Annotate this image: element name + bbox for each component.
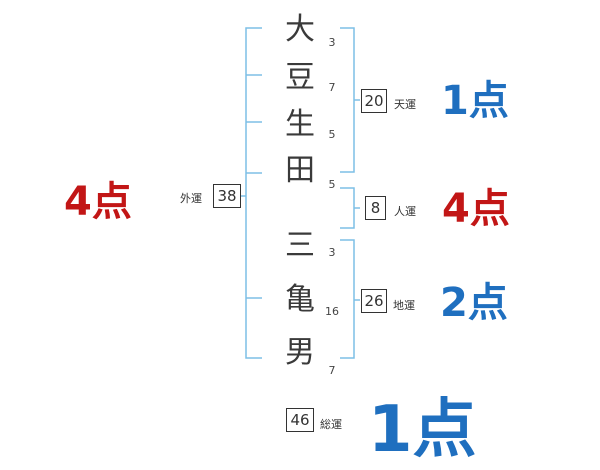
tenun-value-box: 20 xyxy=(361,89,387,113)
gaiun-value-box: 38 xyxy=(213,184,241,208)
stroke-count-1: 3 xyxy=(328,36,336,49)
chiun-score: 2点 xyxy=(440,280,508,326)
jinun-score: 4点 xyxy=(442,186,510,232)
stroke-count-4: 5 xyxy=(328,178,336,191)
tenun-bracket xyxy=(340,27,355,173)
chiun-value-box: 26 xyxy=(361,289,387,313)
stroke-count-3: 5 xyxy=(328,128,336,141)
jinun-value-box: 8 xyxy=(365,196,386,220)
stroke-count-5: 3 xyxy=(328,246,336,259)
stroke-count-2: 7 xyxy=(328,81,336,94)
name-char-6: 亀 xyxy=(285,282,315,317)
jinun-label: 人運 xyxy=(394,205,416,218)
stroke-count-7: 7 xyxy=(328,364,336,377)
souun-score: 1点 xyxy=(368,393,477,467)
tenun-label: 天運 xyxy=(394,98,416,111)
stroke-count-6: 16 xyxy=(325,305,339,318)
outer-bracket xyxy=(245,27,262,359)
name-char-1: 大 xyxy=(285,12,315,47)
name-char-2: 豆 xyxy=(285,60,315,95)
name-char-7: 男 xyxy=(285,335,315,370)
name-char-5: 三 xyxy=(285,228,315,263)
jinun-bracket xyxy=(340,187,355,229)
chiun-label: 地運 xyxy=(393,299,415,312)
tenun-score: 1点 xyxy=(441,78,509,124)
souun-value-box: 46 xyxy=(286,408,314,432)
chiun-bracket xyxy=(340,239,355,359)
gaiun-label: 外運 xyxy=(180,192,202,205)
name-char-4: 田 xyxy=(285,153,315,188)
name-char-3: 生 xyxy=(285,107,315,142)
gaiun-score: 4点 xyxy=(64,179,132,225)
souun-label: 総運 xyxy=(320,418,342,431)
